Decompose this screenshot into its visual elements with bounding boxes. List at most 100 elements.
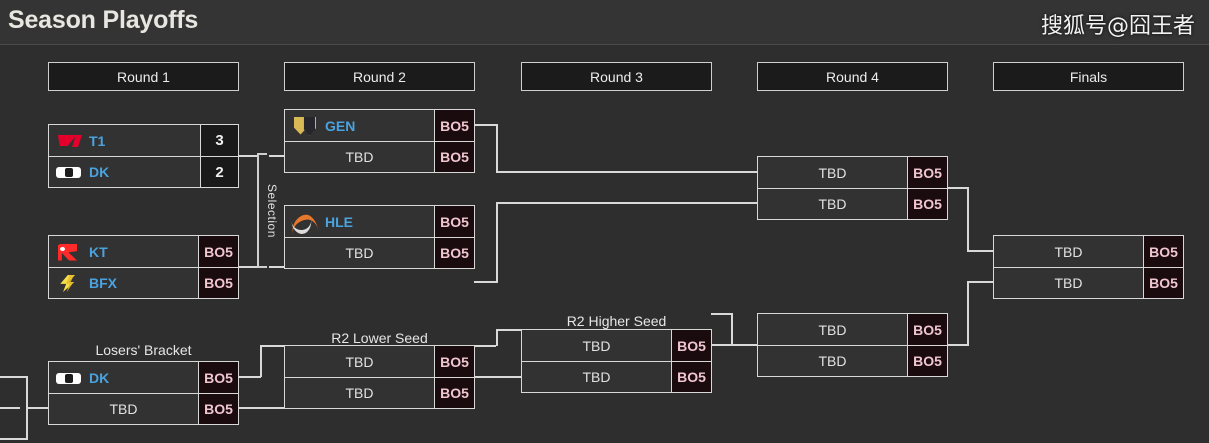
match-row-top[interactable]: TBD BO5	[994, 236, 1183, 267]
match-row-bottom[interactable]: TBD BO5	[49, 393, 238, 424]
score-cell: 2	[200, 157, 238, 187]
team-name: TBD	[582, 337, 611, 354]
match-r1-m1[interactable]: T1 3 DK 2	[48, 124, 239, 188]
team-slot[interactable]: TBD	[994, 268, 1143, 298]
series-format-badge: BO5	[907, 346, 947, 376]
connector	[474, 345, 496, 347]
team-slot[interactable]: TBD	[285, 238, 434, 268]
match-r4-m1[interactable]: TBD BO5 TBD BO5	[757, 156, 948, 220]
team-slot[interactable]: T1	[49, 125, 200, 156]
match-row-top[interactable]: TBD BO5	[758, 314, 947, 345]
losers-bracket-label: Losers' Bracket	[95, 342, 192, 358]
team-slot[interactable]: TBD	[49, 394, 198, 424]
match-r2-lower-seed[interactable]: TBD BO5 TBD BO5	[284, 345, 475, 409]
team-name: TBD	[345, 245, 374, 261]
team-slot[interactable]: TBD	[994, 236, 1143, 267]
team-slot[interactable]: TBD	[285, 142, 434, 172]
match-finals[interactable]: TBD BO5 TBD BO5	[993, 235, 1184, 299]
r2-higher-seed-label: R2 Higher Seed	[566, 313, 667, 329]
match-r2-higher-seed[interactable]: TBD BO5 TBD BO5	[521, 329, 712, 393]
match-r1-m2[interactable]: KT BO5 BFX BO5	[48, 235, 239, 299]
match-row-bottom[interactable]: DK 2	[49, 156, 238, 187]
connector	[239, 155, 259, 157]
series-format-badge: BO5	[907, 314, 947, 345]
round-header-label: Round 3	[590, 68, 643, 85]
score-cell: 3	[200, 125, 238, 156]
match-losers-m1[interactable]: DK BO5 TBD BO5	[48, 361, 239, 425]
connector	[967, 281, 994, 283]
connector	[260, 345, 262, 377]
team-slot[interactable]: TBD	[285, 346, 434, 377]
team-name: TBD	[109, 401, 138, 417]
match-row-top[interactable]: TBD BO5	[522, 330, 711, 361]
team-name: TBD	[818, 196, 847, 212]
selection-bracket: Selection	[257, 153, 283, 268]
round-header-round-4[interactable]: Round 4	[757, 62, 948, 91]
match-row-bottom[interactable]: TBD BO5	[994, 267, 1183, 298]
connector	[474, 124, 496, 126]
team-slot[interactable]: DK	[49, 157, 200, 187]
team-slot[interactable]: BFX	[49, 268, 198, 298]
team-slot[interactable]: GEN	[285, 110, 434, 141]
connector	[711, 313, 733, 315]
connector	[474, 281, 496, 283]
match-row-top[interactable]: TBD BO5	[758, 157, 947, 188]
series-format-badge: BO5	[434, 346, 474, 377]
team-slot[interactable]: TBD	[522, 330, 671, 361]
series-format-badge: BO5	[1143, 268, 1183, 298]
match-row-top[interactable]: GEN BO5	[285, 110, 474, 141]
team-slot[interactable]: TBD	[758, 189, 907, 219]
match-r4-m2[interactable]: TBD BO5 TBD BO5	[757, 313, 948, 377]
match-row-bottom[interactable]: BFX BO5	[49, 267, 238, 298]
team-slot[interactable]: TBD	[758, 346, 907, 376]
connector	[496, 329, 521, 331]
team-slot[interactable]: HLE	[285, 206, 434, 237]
connector	[967, 250, 994, 252]
round-header-round-3[interactable]: Round 3	[521, 62, 712, 91]
match-row-bottom[interactable]: TBD BO5	[285, 141, 474, 172]
series-format-badge: BO5	[907, 157, 947, 188]
match-row-top[interactable]: KT BO5	[49, 236, 238, 267]
selection-bracket-bar	[257, 153, 267, 268]
team-slot[interactable]: DK	[49, 362, 198, 393]
t1-logo	[55, 131, 83, 151]
team-slot[interactable]: TBD	[758, 157, 907, 188]
team-slot[interactable]: TBD	[285, 378, 434, 408]
team-name: TBD	[345, 385, 374, 401]
dk-logo	[55, 368, 83, 388]
connector	[967, 281, 969, 345]
match-row-bottom[interactable]: TBD BO5	[758, 345, 947, 376]
team-name: KT	[89, 243, 108, 260]
page-title: Season Playoffs	[8, 6, 199, 34]
connector	[0, 407, 20, 409]
match-row-top[interactable]: DK BO5	[49, 362, 238, 393]
team-name: TBD	[1054, 243, 1083, 260]
match-row-top[interactable]: HLE BO5	[285, 206, 474, 237]
match-row-bottom[interactable]: TBD BO5	[758, 188, 947, 219]
match-row-top[interactable]: T1 3	[49, 125, 238, 156]
round-header-round-1[interactable]: Round 1	[48, 62, 239, 91]
match-row-bottom[interactable]: TBD BO5	[285, 237, 474, 268]
connector	[26, 376, 28, 408]
connector	[0, 376, 28, 378]
round-header-finals[interactable]: Finals	[993, 62, 1184, 91]
connector	[239, 407, 285, 409]
match-r2-m2[interactable]: HLE BO5 TBD BO5	[284, 205, 475, 269]
series-format-badge: BO5	[1143, 236, 1183, 267]
match-row-bottom[interactable]: TBD BO5	[522, 361, 711, 392]
series-format-badge: BO5	[434, 110, 474, 141]
team-slot[interactable]: KT	[49, 236, 198, 267]
connector	[711, 344, 761, 346]
round-header-label: Finals	[1069, 68, 1108, 85]
team-slot[interactable]: TBD	[522, 362, 671, 392]
connector	[496, 329, 498, 346]
team-name: DK	[89, 369, 110, 386]
match-r2-m1[interactable]: GEN BO5 TBD BO5	[284, 109, 475, 173]
match-row-bottom[interactable]: TBD BO5	[285, 377, 474, 408]
round-header-label: Round 1	[117, 68, 170, 85]
round-header-round-2[interactable]: Round 2	[284, 62, 475, 91]
team-slot[interactable]: TBD	[758, 314, 907, 345]
team-name: TBD	[345, 353, 374, 370]
top-bar: Season Playoffs 搜狐号@囧王者	[0, 0, 1209, 45]
match-row-top[interactable]: TBD BO5	[285, 346, 474, 377]
